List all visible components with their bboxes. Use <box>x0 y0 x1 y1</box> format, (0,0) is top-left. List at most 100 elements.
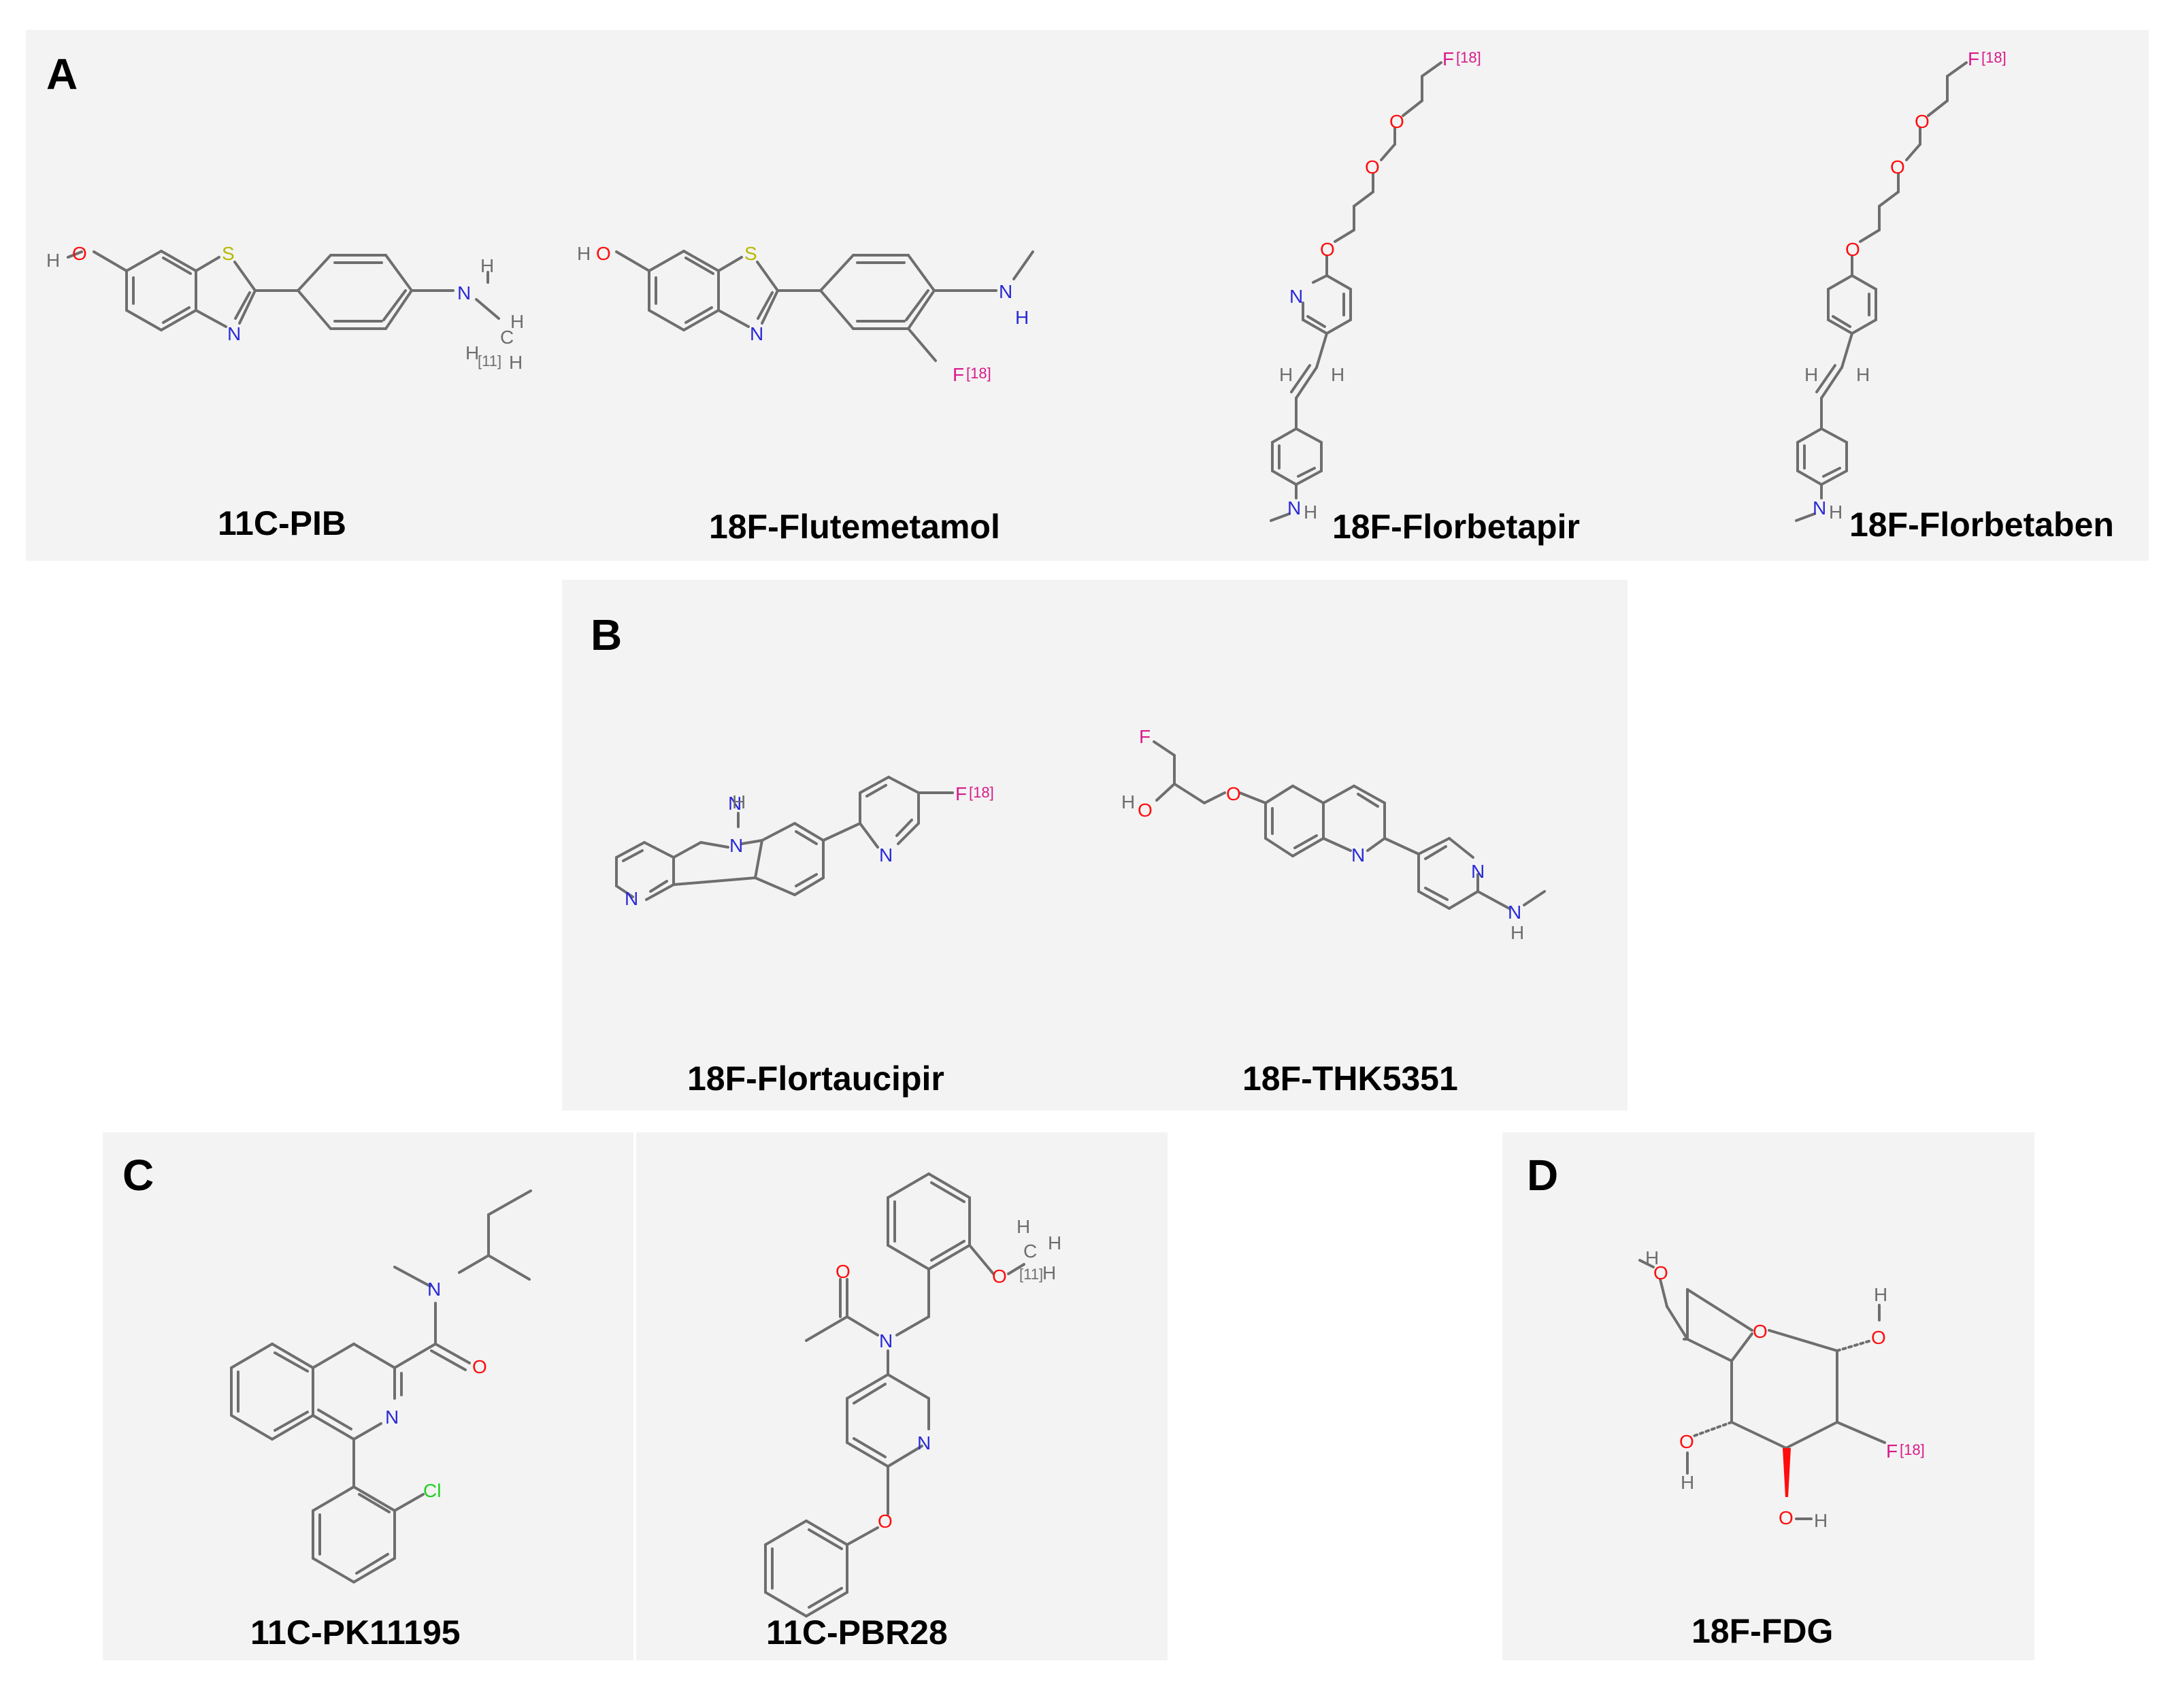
atom-cl: Cl <box>423 1480 441 1501</box>
panel-label-d: D <box>1527 1151 1559 1200</box>
atom-h: H <box>1017 1216 1030 1237</box>
atom-o: O <box>72 243 87 264</box>
atom-o: O <box>1365 157 1380 178</box>
compound-name-18f-fdg: 18F-FDG <box>1691 1612 1834 1650</box>
atom-isotope-label: [18] <box>969 784 994 801</box>
atom-o: O <box>1753 1321 1768 1342</box>
atom-h: H <box>480 255 494 276</box>
atom-h: H <box>732 791 746 812</box>
atom-h: H <box>1645 1247 1659 1268</box>
atom-n: N <box>1813 497 1826 519</box>
compound-name-18f-florbetaben: 18F-Florbetaben <box>1849 506 2114 544</box>
atom-o: O <box>596 243 611 264</box>
atom-h: H <box>1048 1232 1061 1253</box>
atom-n: N <box>999 281 1012 302</box>
atom-f18: F <box>955 783 967 804</box>
atom-h: H <box>1042 1262 1056 1283</box>
atom-o: O <box>992 1266 1007 1287</box>
atom-f18: F <box>1968 48 1979 69</box>
atom-isotope-label: [18] <box>1456 49 1481 66</box>
atom-n: N <box>728 793 742 814</box>
atom-n: N <box>227 323 241 344</box>
atom-s: S <box>222 243 235 264</box>
atom-o: O <box>1389 111 1404 132</box>
atom-h: H <box>46 250 60 271</box>
atom-n: N <box>750 323 763 344</box>
atom-o: O <box>1138 800 1153 821</box>
atom-o: O <box>1320 239 1335 260</box>
atom-n: N <box>1351 844 1365 866</box>
panel-label-c: C <box>122 1151 154 1200</box>
atom-n: N <box>625 888 638 909</box>
atom-o: O <box>1871 1327 1886 1348</box>
atom-h: H <box>577 243 591 264</box>
compound-name-18f-florbetapir: 18F-Florbetapir <box>1332 508 1580 546</box>
atom-h: H <box>1279 364 1293 385</box>
atom-f18: F <box>1886 1441 1898 1462</box>
compound-name-18f-flortaucipir: 18F-Flortaucipir <box>687 1060 944 1098</box>
atom-n: N <box>729 835 743 856</box>
atom-n: N <box>1471 861 1485 882</box>
compound-name-11c-pk11195: 11C-PK11195 <box>250 1613 461 1652</box>
atom-h: H <box>1304 502 1317 523</box>
atom-h: H <box>1681 1472 1694 1493</box>
atom-h: H <box>509 352 523 373</box>
atom-o: O <box>472 1356 487 1377</box>
atom-o: O <box>1679 1431 1694 1452</box>
compound-name-18f-thk5351: 18F-THK5351 <box>1242 1060 1458 1098</box>
panel-b <box>562 580 1628 1111</box>
atom-n: N <box>427 1279 441 1300</box>
atom-f18: F <box>1442 48 1454 69</box>
atom-o: O <box>878 1511 893 1532</box>
atom-n: N <box>917 1432 931 1454</box>
atom-h: H <box>1510 922 1524 943</box>
atom-o: O <box>836 1261 851 1282</box>
atom-n: N <box>457 282 471 303</box>
atom-isotope-label: [18] <box>966 365 991 382</box>
panel-c-right <box>636 1132 1168 1660</box>
atom-n: N <box>1289 286 1303 307</box>
compound-name-11c-pib: 11C-PIB <box>218 504 346 542</box>
atom-h: H <box>1874 1284 1887 1305</box>
atom-isotope-label: [18] <box>1981 49 2007 66</box>
atom-f18: F <box>953 364 964 385</box>
atom-isotope-label: [18] <box>1900 1441 1925 1458</box>
atom-h: H <box>1331 364 1344 385</box>
atom-h: H <box>465 342 479 363</box>
atom-n: N <box>1508 902 1521 923</box>
atom-o: O <box>1653 1262 1668 1283</box>
atom-h: C <box>1023 1241 1037 1262</box>
atom-h: H <box>1829 502 1843 523</box>
atom-o: O <box>1915 111 1930 132</box>
panel-label-a: A <box>46 50 78 99</box>
panel-label-b: B <box>591 610 623 659</box>
atom-h: C <box>500 327 514 348</box>
compound-name-18f-flutemetamol: 18F-Flutemetamol <box>709 508 1000 546</box>
panel-a <box>26 30 2149 561</box>
atom-o: O <box>1890 157 1905 178</box>
atom-h: H <box>1121 791 1135 812</box>
atom-h: H <box>1015 307 1029 328</box>
atom-n: N <box>1287 497 1301 519</box>
atom-isotope-label: [11] <box>1019 1266 1043 1283</box>
atom-n: N <box>385 1407 399 1428</box>
atom-n: N <box>879 844 893 866</box>
atom-o: O <box>1779 1507 1794 1528</box>
atom-isotope-label: [11] <box>478 352 501 369</box>
atom-s: S <box>744 243 757 264</box>
atom-h: H <box>1804 364 1818 385</box>
atom-o: O <box>1226 783 1241 804</box>
panel-d <box>1502 1132 2034 1660</box>
atom-h: H <box>510 311 524 332</box>
compound-name-11c-pbr28: 11C-PBR28 <box>766 1613 948 1652</box>
atom-n: N <box>879 1330 893 1351</box>
